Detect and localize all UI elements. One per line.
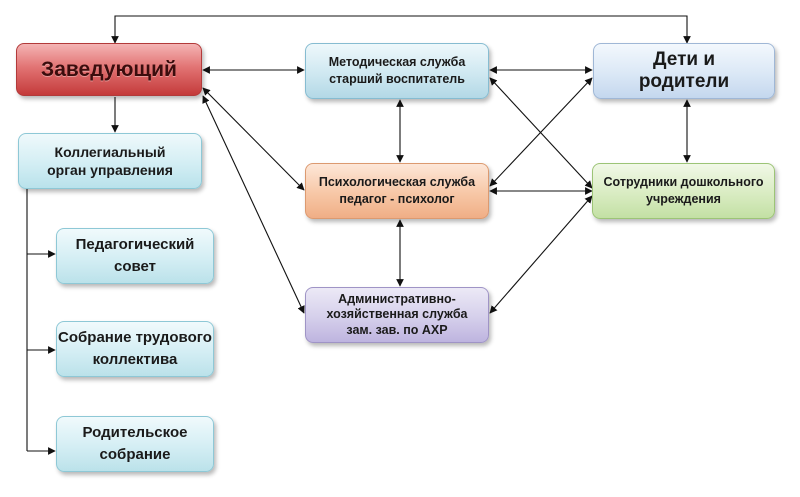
psych-service-label-1: Психологическая служба [318,175,476,190]
kids-parents-label-1: Дети и [652,49,716,71]
kids-parents-label-2: родители [638,71,730,92]
council-label-2: орган управления [47,162,173,178]
ped-council-label-1: Педагогический [75,236,195,254]
psych-service-label-2: педагог - психолог [339,192,455,206]
method-service-label-1: Методическая служба [328,55,466,70]
head-node: Заведующий [16,43,202,96]
kids-parents-node: Дети и родители [593,43,775,99]
work-meeting-label-2: коллектива [92,351,178,368]
work-meeting-label-1: Собрание трудового [58,329,212,347]
head-label: Заведующий [41,57,177,81]
council-node: Коллегиальный орган управления [18,133,202,189]
ped-council-node: Педагогический совет [56,228,214,284]
staff-label-2: учреждения [646,192,721,206]
psych-service-node: Психологическая служба педагог - психоло… [305,163,489,219]
method-service-node: Методическая служба старший воспитатель [305,43,489,99]
staff-node: Сотрудники дошкольного учреждения [592,163,775,219]
link-psych-kids [489,77,593,187]
admin-service-label-2: хозяйственная служба [326,307,468,322]
link-head-kids-top [111,15,691,44]
staff-label-1: Сотрудники дошкольного [603,175,764,190]
method-service-label-2: старший воспитатель [329,72,465,86]
admin-service-node: Административно- хозяйственная служба за… [305,287,489,343]
admin-service-label-3: зам. зав. по АХР [346,322,448,337]
ped-council-label-2: совет [113,258,157,275]
admin-service-label-1: Административно- [338,291,456,306]
parent-meeting-node: Родительское собрание [56,416,214,472]
parent-meeting-label-1: Родительское [82,424,188,442]
link-head-psych [202,87,305,191]
parent-meeting-label-2: собрание [99,446,171,463]
link-head-admin [202,95,305,314]
council-label-1: Коллегиальный [54,143,166,160]
work-meeting-node: Собрание трудового коллектива [56,321,214,377]
link-admin-staff [489,195,593,314]
